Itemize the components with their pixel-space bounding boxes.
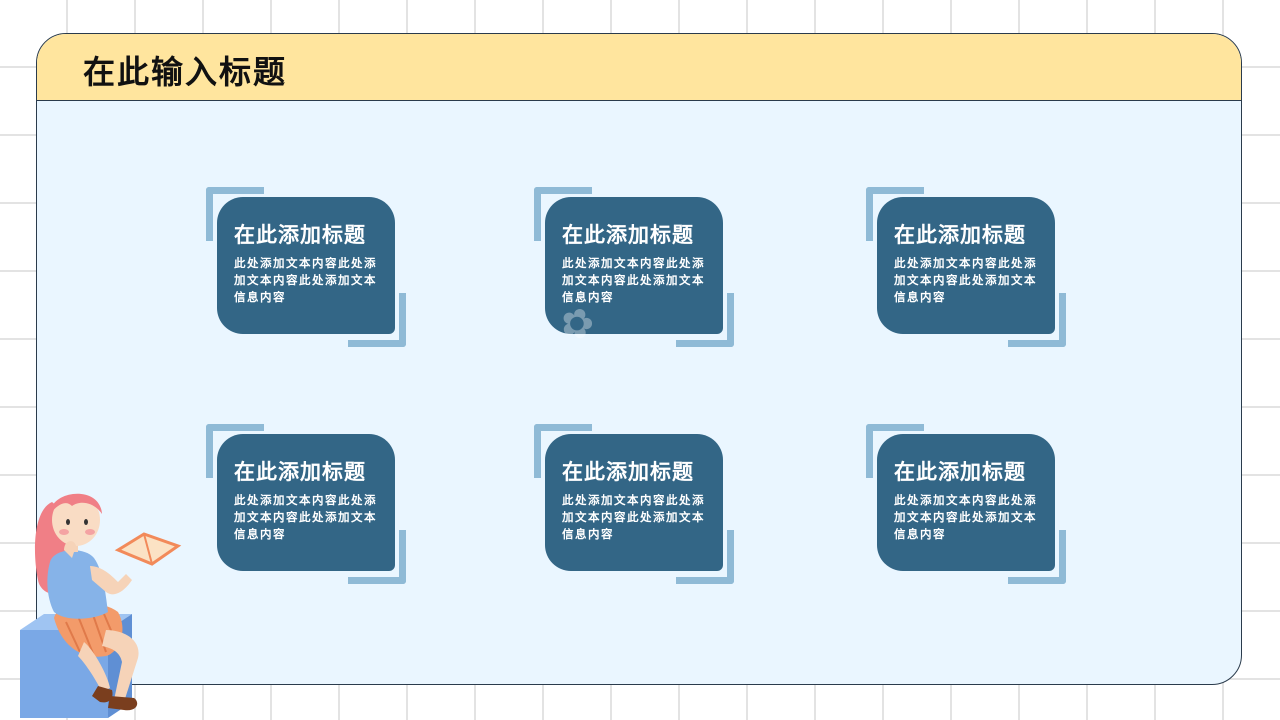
card-5[interactable]: 在此添加标题 此处添加文本内容此处添加文本内容此处添加文本信息内容: [534, 424, 734, 584]
card-title[interactable]: 在此添加标题: [234, 222, 366, 247]
bracket-bottom-right: [348, 293, 406, 347]
card-text[interactable]: 此处添加文本内容此处添加文本内容此处添加文本信息内容: [894, 256, 1037, 304]
card-box: 在此添加标题 此处添加文本内容此处添加文本内容此处添加文本信息内容: [217, 197, 395, 334]
bracket-top-left: [534, 424, 592, 478]
bracket-bottom-right: [348, 530, 406, 584]
card-title[interactable]: 在此添加标题: [562, 222, 694, 247]
card-title[interactable]: 在此添加标题: [894, 222, 1026, 247]
bracket-bottom-right: [1008, 530, 1066, 584]
title-bar: 在此输入标题: [37, 34, 1241, 101]
girl-reading-illustration: [20, 493, 182, 718]
card-box: 在此添加标题 此处添加文本内容此处添加文本内容此处添加文本信息内容: [877, 434, 1055, 571]
content-panel: 在此输入标题: [36, 33, 1242, 685]
page-title[interactable]: 在此输入标题: [83, 53, 288, 91]
card-text[interactable]: 此处添加文本内容此处添加文本内容此处添加文本信息内容: [562, 493, 705, 541]
card-title[interactable]: 在此添加标题: [562, 459, 694, 484]
card-title[interactable]: 在此添加标题: [894, 459, 1026, 484]
bracket-bottom-right: [676, 530, 734, 584]
card-box: 在此添加标题 此处添加文本内容此处添加文本内容此处添加文本信息内容: [217, 434, 395, 571]
bracket-bottom-right: [1008, 293, 1066, 347]
card-text[interactable]: 此处添加文本内容此处添加文本内容此处添加文本信息内容: [894, 493, 1037, 541]
card-1[interactable]: 在此添加标题 此处添加文本内容此处添加文本内容此处添加文本信息内容: [206, 187, 406, 347]
card-box: 在此添加标题 此处添加文本内容此处添加文本内容此处添加文本信息内容: [877, 197, 1055, 334]
card-text[interactable]: 此处添加文本内容此处添加文本内容此处添加文本信息内容: [234, 256, 377, 304]
card-text[interactable]: 此处添加文本内容此处添加文本内容此处添加文本信息内容: [562, 256, 705, 304]
card-2[interactable]: 在此添加标题 此处添加文本内容此处添加文本内容此处添加文本信息内容: [534, 187, 734, 347]
bracket-top-left: [534, 187, 592, 241]
card-4[interactable]: 在此添加标题 此处添加文本内容此处添加文本内容此处添加文本信息内容: [206, 424, 406, 584]
card-text[interactable]: 此处添加文本内容此处添加文本内容此处添加文本信息内容: [234, 493, 377, 541]
card-box: 在此添加标题 此处添加文本内容此处添加文本内容此处添加文本信息内容: [545, 197, 723, 334]
bracket-top-left: [866, 187, 924, 241]
bracket-top-left: [206, 187, 264, 241]
bracket-bottom-right: [676, 293, 734, 347]
card-3[interactable]: 在此添加标题 此处添加文本内容此处添加文本内容此处添加文本信息内容: [866, 187, 1066, 347]
bracket-top-left: [866, 424, 924, 478]
card-6[interactable]: 在此添加标题 此处添加文本内容此处添加文本内容此处添加文本信息内容: [866, 424, 1066, 584]
card-box: 在此添加标题 此处添加文本内容此处添加文本内容此处添加文本信息内容: [545, 434, 723, 571]
bracket-top-left: [206, 424, 264, 478]
card-title[interactable]: 在此添加标题: [234, 459, 366, 484]
